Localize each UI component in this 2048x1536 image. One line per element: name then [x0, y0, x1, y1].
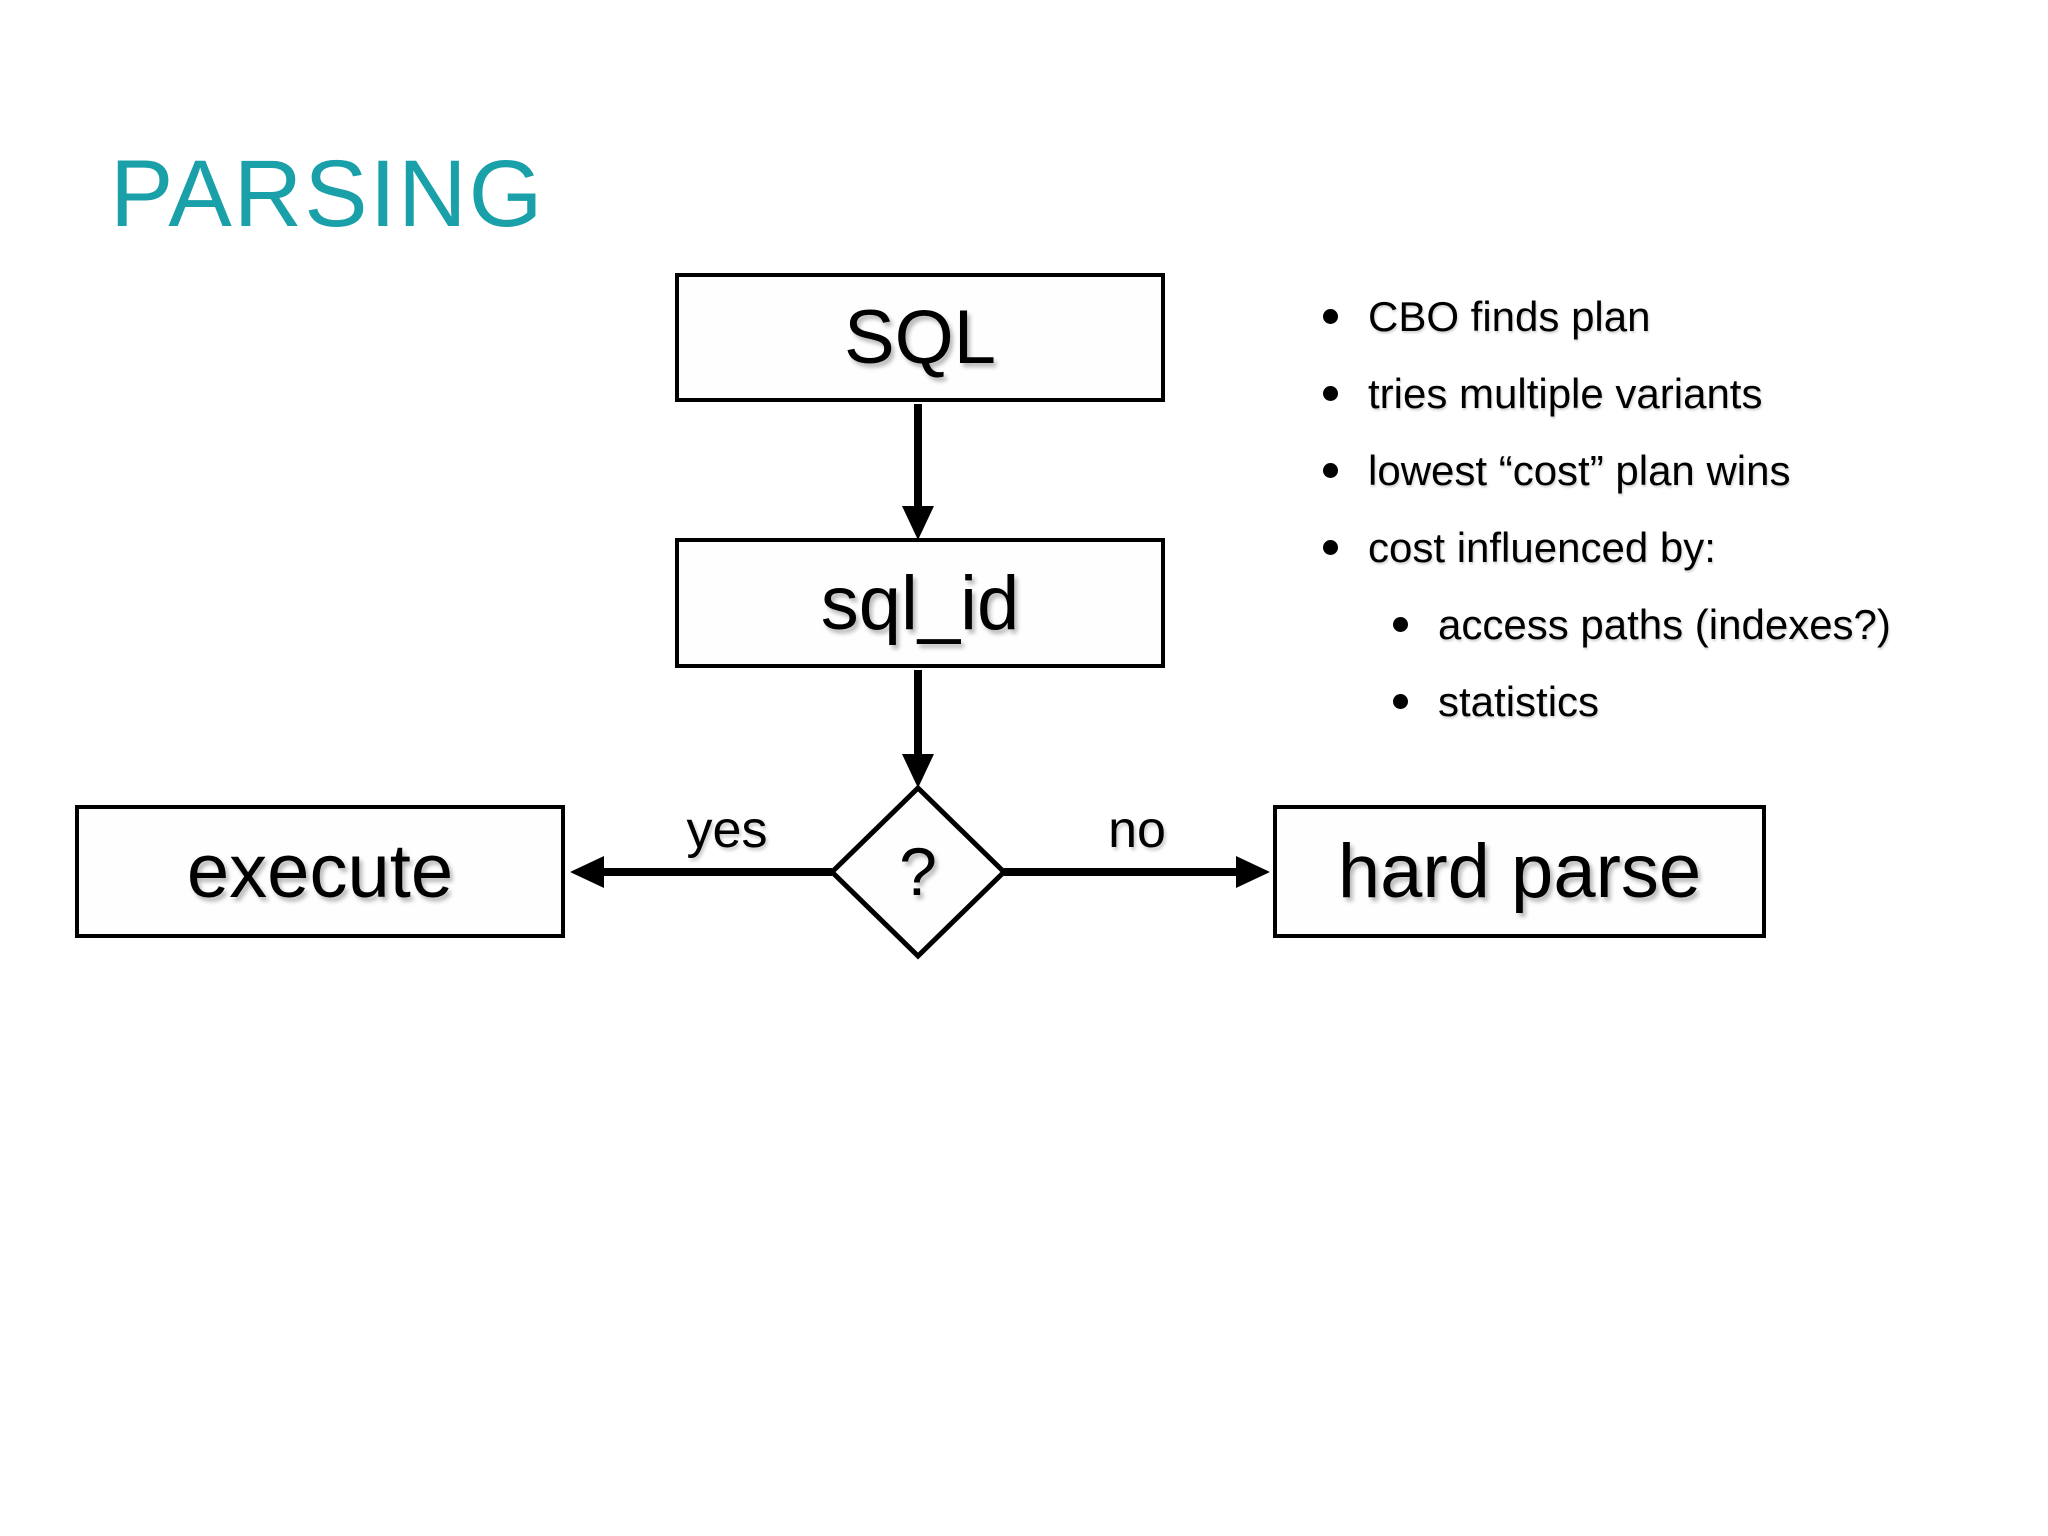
list-item: cost influenced by: — [1310, 509, 2010, 586]
bullet-dot-icon — [1393, 617, 1408, 632]
notes-list: CBO finds plan tries multiple variants l… — [1310, 278, 2010, 740]
note-text: CBO finds plan — [1368, 292, 1651, 340]
bullet-dot-icon — [1393, 694, 1408, 709]
slide-title: PARSING — [110, 141, 545, 247]
decision-question-mark: ? — [899, 834, 937, 910]
node-execute: execute — [75, 805, 565, 938]
bullet-dot-icon — [1323, 463, 1338, 478]
arrow-decision-to-hardparse — [1004, 856, 1270, 888]
list-item: tries multiple variants — [1310, 355, 2010, 432]
list-item: CBO finds plan — [1310, 278, 2010, 355]
node-sql-id-label: sql_id — [820, 560, 1020, 646]
node-hard-parse: hard parse — [1273, 805, 1766, 938]
node-execute-label: execute — [186, 829, 454, 914]
note-text: access paths (indexes?) — [1438, 600, 1891, 648]
node-sql: SQL — [675, 273, 1165, 402]
note-text: lowest “cost” plan wins — [1368, 446, 1791, 494]
decision-diamond — [828, 784, 1008, 960]
node-sql-id: sql_id — [675, 538, 1165, 668]
node-sql-label: SQL — [843, 295, 997, 380]
node-hard-parse-label: hard parse — [1337, 829, 1702, 914]
list-item: lowest “cost” plan wins — [1310, 432, 2010, 509]
arrow-decision-to-execute — [570, 856, 832, 888]
arrow-sqlid-to-decision — [902, 670, 934, 788]
edge-label-no: no — [1108, 801, 1166, 859]
edge-label-yes: yes — [686, 801, 768, 859]
note-text: tries multiple variants — [1368, 369, 1763, 417]
arrow-sql-to-sqlid — [902, 404, 934, 540]
list-item: statistics — [1310, 663, 2010, 740]
bullet-dot-icon — [1323, 309, 1338, 324]
list-item: access paths (indexes?) — [1310, 586, 2010, 663]
note-text: cost influenced by: — [1368, 523, 1716, 571]
bullet-dot-icon — [1323, 386, 1338, 401]
bullet-dot-icon — [1323, 540, 1338, 555]
note-text: statistics — [1438, 677, 1600, 725]
